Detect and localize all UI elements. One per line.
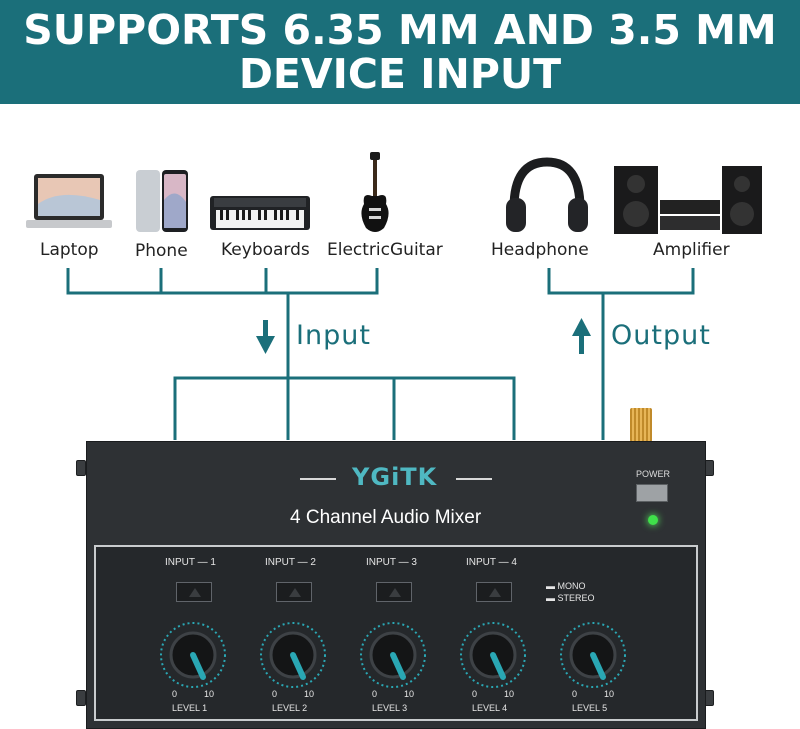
mount-ear-left-bottom <box>76 690 86 706</box>
output-flow-label: Output <box>611 320 711 351</box>
input-wires <box>66 268 516 440</box>
keyboard-icon <box>210 196 310 230</box>
level-knob-3[interactable] <box>360 622 426 688</box>
mixer-title: 4 Channel Audio Mixer <box>290 507 482 528</box>
power-label: POWER <box>636 469 671 479</box>
banner-title-line1: SUPPORTS 6.35 MM AND 3.5 MM <box>23 6 777 54</box>
device-label-amplifier: Amplifier <box>653 240 730 260</box>
input-button-2[interactable] <box>276 582 312 602</box>
input-button-4[interactable] <box>476 582 512 602</box>
mode-mono-label: ▬ MONO <box>546 581 586 591</box>
device-label-keyboards: Keyboards <box>221 240 310 260</box>
device-label-headphone: Headphone <box>491 240 589 260</box>
brand-line-right <box>456 478 492 480</box>
input-label-1: INPUT — 1 <box>165 557 216 568</box>
device-label-laptop: Laptop <box>40 240 99 260</box>
laptop-icon <box>26 174 112 228</box>
knob-2-min: 0 <box>272 689 278 699</box>
level-knob-4[interactable] <box>460 622 526 688</box>
brand-line-left <box>300 478 336 480</box>
power-led <box>648 515 658 525</box>
knob-1-min: 0 <box>172 689 178 699</box>
banner-title-line2: DEVICE INPUT <box>238 50 562 98</box>
output-jack <box>630 408 652 442</box>
amplifier-icon <box>614 166 762 234</box>
input-flow-label: Input <box>296 320 371 351</box>
knob-4-min: 0 <box>472 689 478 699</box>
mode-mono-text: MONO <box>557 581 586 591</box>
input-label-4: INPUT — 4 <box>466 557 517 568</box>
input-arrow-icon <box>256 320 275 354</box>
level-label-2: LEVEL 2 <box>272 703 308 713</box>
mode-stereo-label: ▬ STEREO <box>546 593 595 603</box>
headphone-icon <box>506 157 588 232</box>
level-knob-5[interactable] <box>560 622 626 688</box>
input-label-3: INPUT — 3 <box>366 557 417 568</box>
level-knob-1[interactable] <box>160 622 226 688</box>
brand-logo: YGiTK <box>352 463 438 491</box>
triangle-icon <box>289 588 301 597</box>
knob-3-min: 0 <box>372 689 378 699</box>
mount-ear-left-top <box>76 460 86 476</box>
level-knob-2[interactable] <box>260 622 326 688</box>
output-arrow-icon <box>572 318 591 354</box>
input-button-3[interactable] <box>376 582 412 602</box>
level-label-1: LEVEL 1 <box>172 703 208 713</box>
triangle-icon <box>489 588 501 597</box>
phone-icon <box>136 170 188 232</box>
device-label-electric-guitar: ElectricGuitar <box>327 240 443 260</box>
level-label-3: LEVEL 3 <box>372 703 408 713</box>
level-label-4: LEVEL 4 <box>472 703 508 713</box>
knob-4-max: 10 <box>504 689 515 699</box>
electric-guitar-icon <box>361 152 389 232</box>
power-button[interactable] <box>636 484 668 502</box>
knob-5-min: 0 <box>572 689 578 699</box>
input-button-1[interactable] <box>176 582 212 602</box>
knob-2-max: 10 <box>304 689 315 699</box>
output-wires <box>547 268 695 440</box>
mode-stereo-text: STEREO <box>557 593 595 603</box>
header-banner: SUPPORTS 6.35 MM AND 3.5 MM DEVICE INPUT <box>0 0 800 104</box>
knob-5-max: 10 <box>604 689 615 699</box>
knob-1-max: 10 <box>204 689 215 699</box>
knob-3-max: 10 <box>404 689 415 699</box>
triangle-icon <box>189 588 201 597</box>
device-label-phone: Phone <box>135 241 188 261</box>
triangle-icon <box>389 588 401 597</box>
level-label-5: LEVEL 5 <box>572 703 608 713</box>
input-label-2: INPUT — 2 <box>265 557 316 568</box>
